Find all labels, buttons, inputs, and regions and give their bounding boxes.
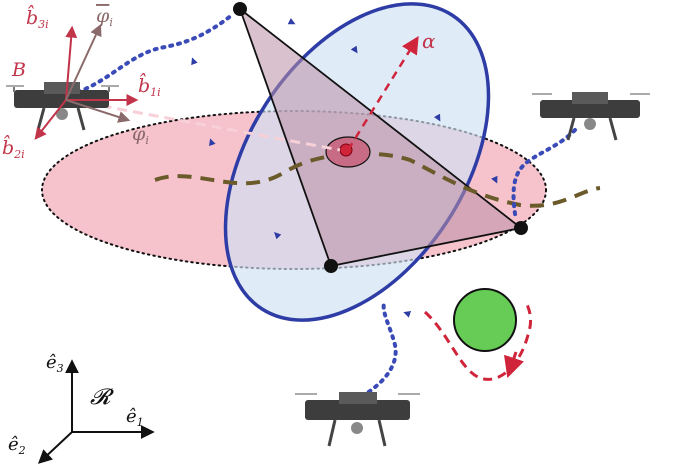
b2-label: b̂2i <box>2 134 25 161</box>
phi-line <box>69 98 341 152</box>
e2-axis <box>37 431 73 464</box>
avoidance-arrow <box>504 351 524 378</box>
formation-vertex <box>324 259 338 273</box>
orbit-arrow <box>403 311 415 318</box>
orbit-arrow <box>283 17 296 25</box>
e3-label: ê3 <box>46 352 64 375</box>
alpha-arrow <box>346 36 419 151</box>
drone-icon <box>295 392 420 447</box>
b2-axis <box>34 99 67 140</box>
frame-label: 𝓡 <box>90 385 114 410</box>
formation-vertex <box>233 2 247 16</box>
e2-label: ê2 <box>8 434 26 457</box>
phi-label: φi <box>132 123 149 147</box>
drone-path-right <box>511 128 577 222</box>
B-label: B <box>11 59 26 81</box>
b3-label: b̂3i <box>26 4 49 31</box>
orbit-arrow <box>191 57 198 68</box>
drone-icon <box>532 92 650 141</box>
formation-vertex <box>514 221 528 235</box>
b3-axis <box>65 25 78 101</box>
phi-bar-label: φi <box>96 5 113 29</box>
phi-axis <box>65 99 131 123</box>
phi-bar-axis <box>65 23 102 101</box>
e1-label: ê1 <box>126 406 144 429</box>
ground-trajectory <box>154 151 601 208</box>
avoidance-path <box>423 299 533 381</box>
formation-triangle <box>238 6 524 268</box>
drone-path-top-left <box>76 13 234 94</box>
alpha-label: α <box>422 29 436 53</box>
b1-label: b̂1i <box>138 72 161 99</box>
obstacle-circle <box>453 288 517 352</box>
drone-path-bottom <box>353 298 398 402</box>
